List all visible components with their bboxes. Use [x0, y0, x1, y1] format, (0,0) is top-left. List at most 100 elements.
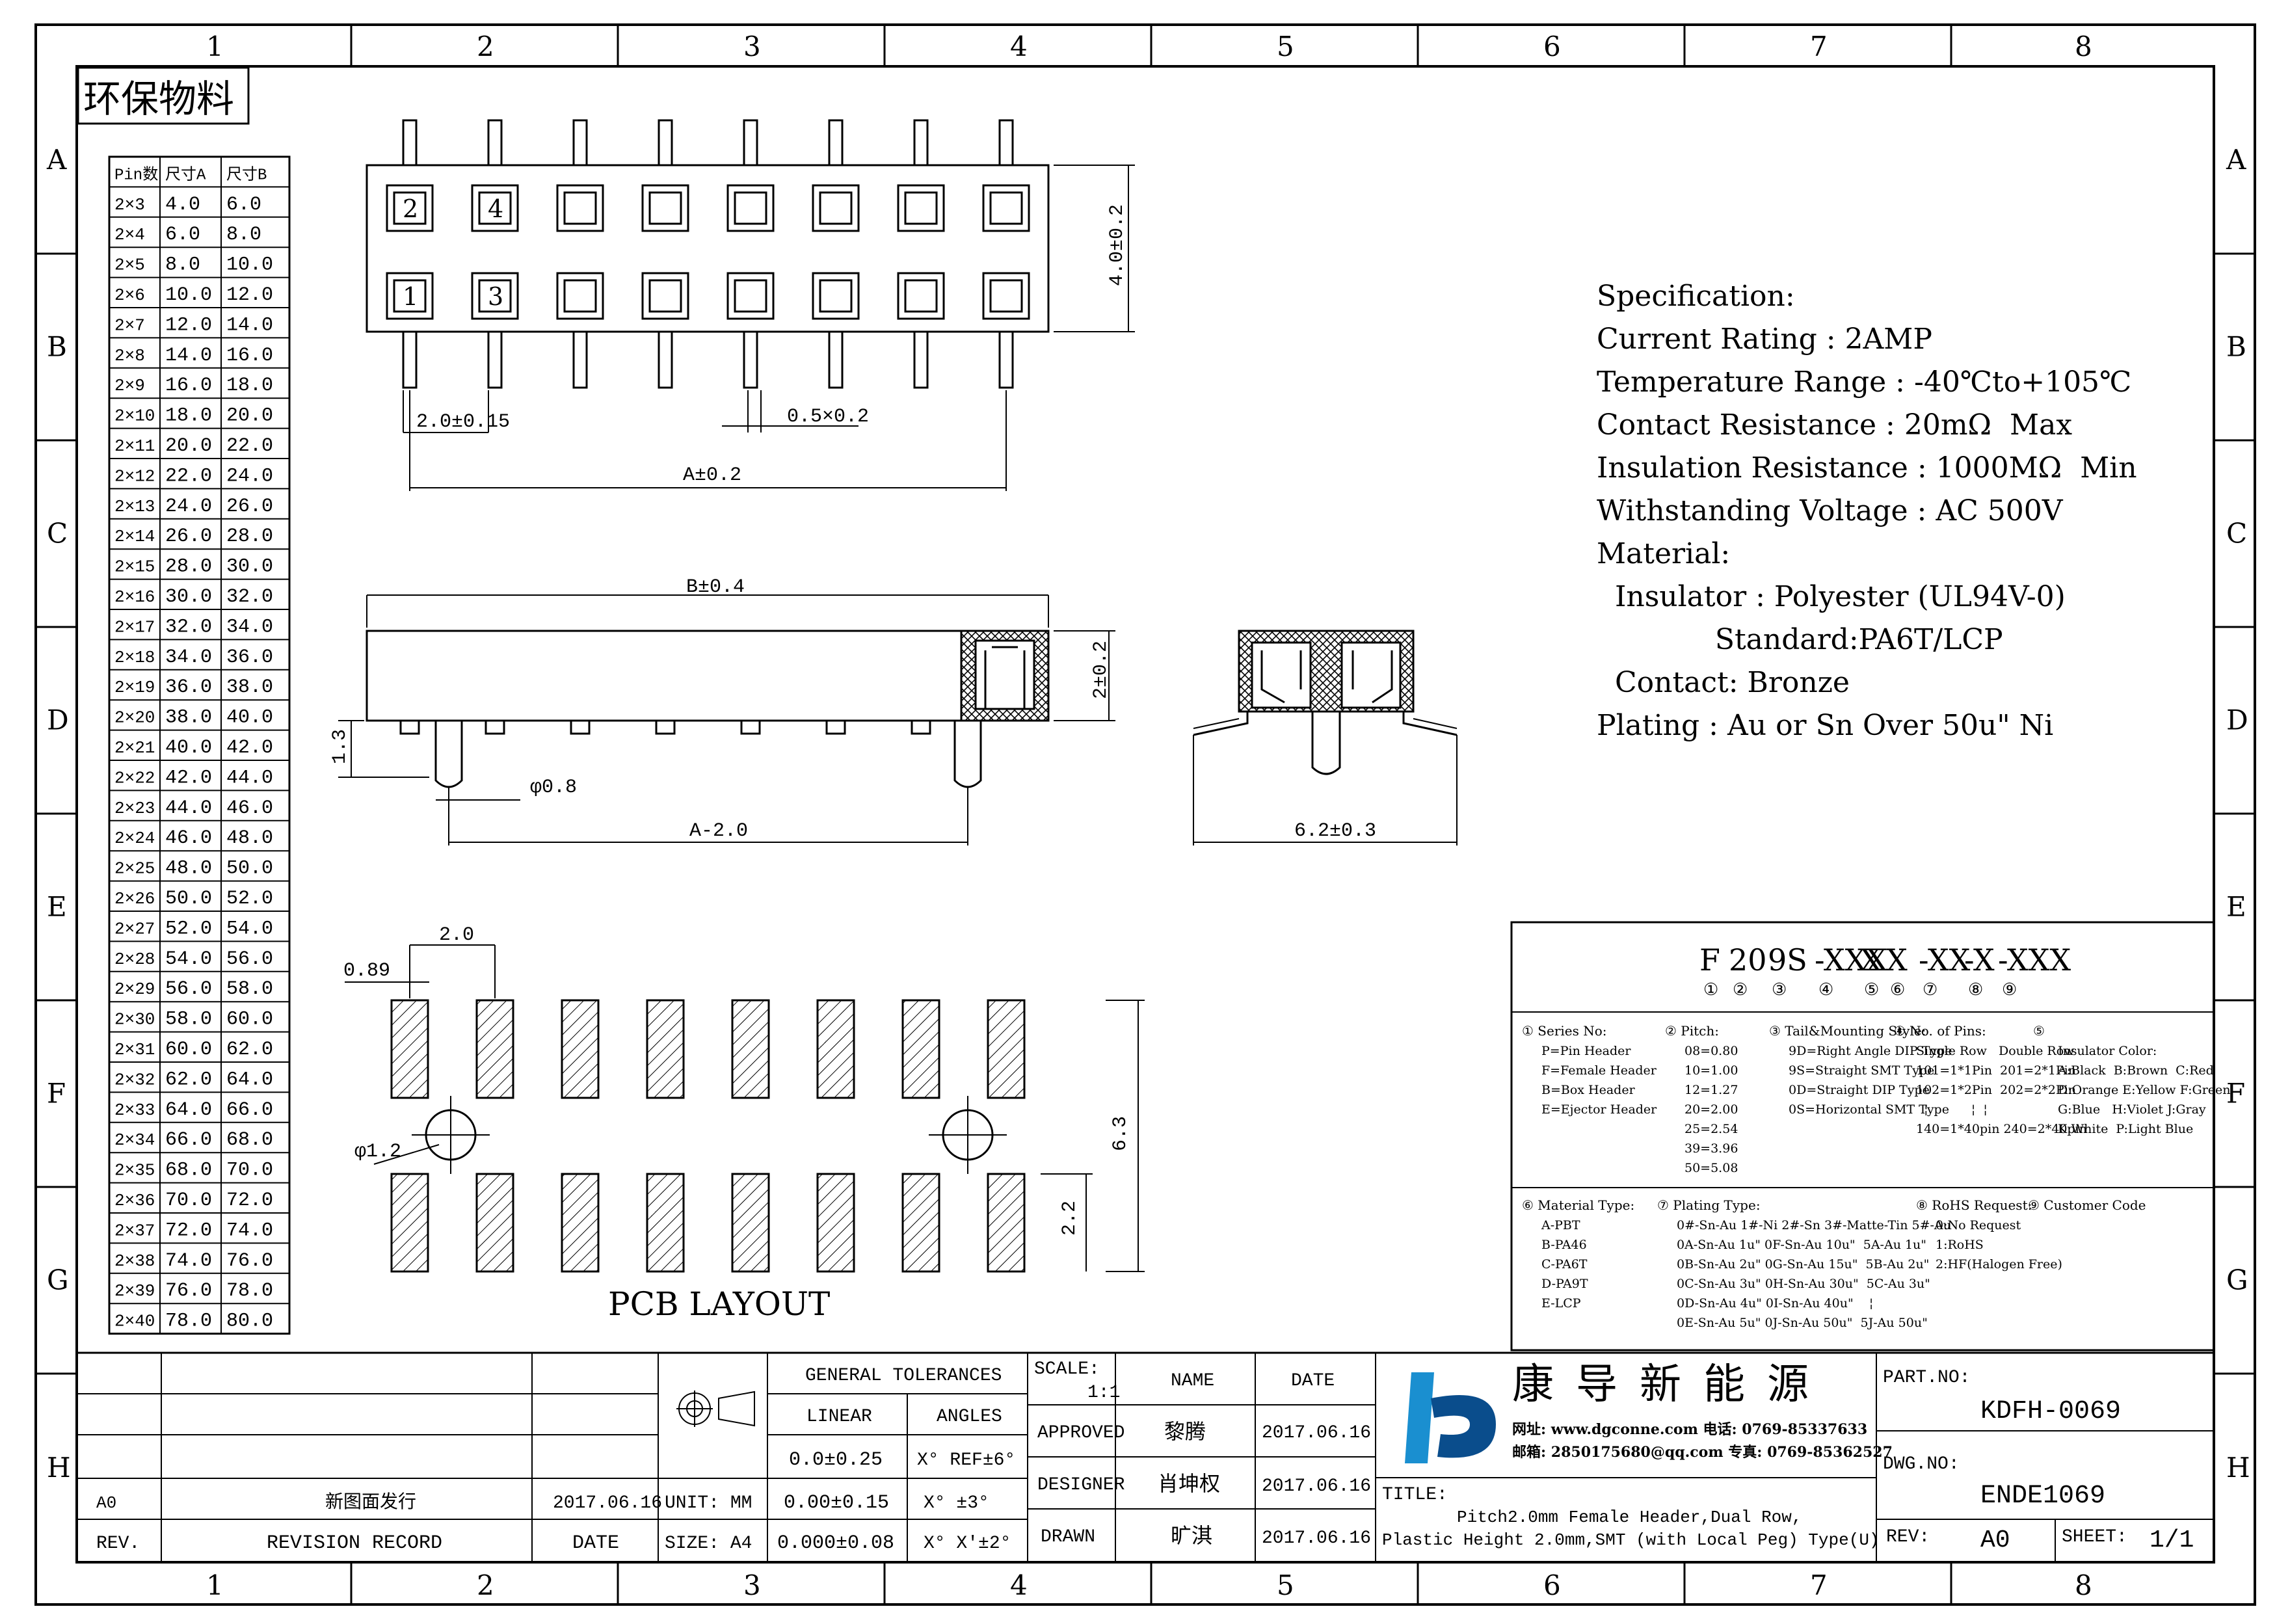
- spec-line: Standard:PA6T/LCP: [1597, 623, 2003, 656]
- code-block-line: 0C-Sn-Au 3u" 0H-Sn-Au 30u" 5C-Au 3u": [1677, 1277, 1930, 1291]
- table-cell: 54.0: [226, 918, 273, 940]
- spec-line: Withstanding Voltage : AC 500V: [1597, 494, 2064, 527]
- zone-column-label: 2: [477, 1569, 494, 1601]
- zone-column-label: 3: [743, 1569, 761, 1601]
- table-cell: 10.0: [226, 254, 273, 276]
- code-block-line: 0E-Sn-Au 5u" 0J-Sn-Au 50u" 5J-Au 50u": [1677, 1316, 1928, 1330]
- pin-top: [572, 119, 588, 166]
- linear-label: LINEAR: [806, 1407, 872, 1427]
- code-block-line: 20=2.00: [1684, 1102, 1738, 1117]
- dim-pitch: 2.0±0.15: [416, 411, 510, 433]
- spec-line: Insulation Resistance : 1000MΩ Min: [1597, 451, 2137, 485]
- code-segment: -X: [1964, 942, 1995, 978]
- table-cell: 2×33: [114, 1100, 155, 1120]
- code-block-line: 39=3.96: [1684, 1141, 1738, 1156]
- contact-cell: [641, 184, 689, 232]
- table-cell: 72.0: [165, 1219, 212, 1242]
- table-cell: 2×11: [114, 436, 155, 456]
- spec-line: Insulator : Polyester (UL94V-0): [1597, 580, 2066, 613]
- company-contact: 网址: www.dgconne.com 电话: 0769-85337633: [1512, 1421, 1867, 1438]
- name-label: NAME: [1171, 1371, 1214, 1391]
- code-block-line: 10=1.00: [1684, 1063, 1738, 1078]
- pin-bottom: [828, 330, 844, 389]
- pin-bottom: [487, 330, 503, 389]
- contact-cell-inner: [989, 191, 1023, 225]
- leader-line: [373, 1144, 440, 1165]
- logo-curve: [1431, 1395, 1496, 1458]
- pin-bottom: [998, 330, 1014, 389]
- table-cell: 2×10: [114, 406, 155, 426]
- zone-column-label: 7: [1810, 31, 1828, 62]
- designer-name: 肖坤权: [1158, 1472, 1220, 1497]
- table-cell: 34.0: [165, 646, 212, 669]
- code-block-line: 9S=Straight SMT Type: [1789, 1063, 1934, 1078]
- sheet-label: SHEET:: [2062, 1527, 2127, 1547]
- zone-column-label: 6: [1543, 31, 1561, 62]
- pcb-pad-bottom: [475, 1173, 514, 1273]
- code-block-title: ⑥ Material Type:: [1522, 1197, 1634, 1213]
- table-cell: 18.0: [226, 375, 273, 397]
- approved-label: APPROVED: [1037, 1423, 1125, 1443]
- table-cell: 20.0: [226, 405, 273, 427]
- pin-number: 4: [488, 194, 503, 223]
- table-cell: 52.0: [165, 918, 212, 940]
- table-cell: 12.0: [165, 314, 212, 336]
- pcb-pad-bottom: [901, 1173, 940, 1273]
- contact-cell-inner: [478, 191, 512, 225]
- code-block-title: ① Series No:: [1522, 1023, 1607, 1039]
- zone-row-label: F: [2226, 1078, 2245, 1110]
- approved-date: 2017.06.16: [1262, 1423, 1371, 1443]
- table-cell: 16.0: [165, 375, 212, 397]
- code-index: ④: [1818, 980, 1833, 1000]
- zone-row-label: E: [2226, 891, 2246, 923]
- contact-cell: [386, 272, 434, 320]
- peg-left: [434, 721, 463, 788]
- zone-column-label: 1: [206, 31, 224, 62]
- code-segment: X: [1860, 942, 1882, 978]
- pin-top: [828, 119, 844, 166]
- table-cell: 14.0: [165, 345, 212, 367]
- dim-pcb-pad-len: 2.2: [1059, 1201, 1081, 1236]
- logo-bar: [1405, 1372, 1434, 1463]
- table-cell: 60.0: [165, 1039, 212, 1061]
- code-block-line: 0S=Horizontal SMT Type: [1789, 1102, 1949, 1117]
- table-cell: 2×25: [114, 859, 155, 879]
- contact-cell-inner: [819, 191, 853, 225]
- table-cell: 2×4: [114, 225, 145, 245]
- pin-top: [913, 119, 929, 166]
- dim-end-width: 6.2±0.3: [1294, 820, 1376, 842]
- code-block-title: ④ No. of Pins:: [1894, 1023, 1986, 1039]
- code-block-title: ⑨ Customer Code: [2028, 1197, 2146, 1213]
- code-block-title: ② Pitch:: [1665, 1023, 1719, 1039]
- code-index: ②: [1733, 980, 1748, 1000]
- end-view: [1193, 630, 1458, 845]
- drawing-title: Pitch2.0mm Female Header,Dual Row,: [1457, 1508, 1802, 1527]
- zone-column-label: 1: [206, 1569, 224, 1601]
- rev-header: REV.: [96, 1534, 140, 1554]
- code-block-line: 0B-Sn-Au 2u" 0G-Sn-Au 15u" 5B-Au 2u": [1677, 1257, 1929, 1271]
- spec-line: Temperature Range : -40℃to+105℃: [1597, 366, 2131, 399]
- code-block-line: 0#-Sn-Au 1#-Ni 2#-Sn 3#-Matte-Tin 5#-Au: [1677, 1218, 1951, 1232]
- table-cell: 74.0: [226, 1219, 273, 1242]
- table-cell: 2×17: [114, 617, 155, 637]
- side-pin-foot: [655, 719, 676, 735]
- contact-cell-inner: [478, 279, 512, 313]
- side-view: [338, 594, 1115, 845]
- table-cell: 32.0: [165, 616, 212, 638]
- code-block-title: ③ Tail&Mounting Style:: [1769, 1023, 1926, 1039]
- dwg-number: ENDE1069: [1980, 1482, 2105, 1511]
- table-cell: 50.0: [226, 858, 273, 880]
- table-cell: 28.0: [226, 526, 273, 548]
- table-cell: 16.0: [226, 345, 273, 367]
- pin-bottom: [743, 330, 758, 389]
- table-cell: 64.0: [226, 1069, 273, 1091]
- table-cell: 2×19: [114, 678, 155, 697]
- dim-pcb-hole: φ1.2: [354, 1141, 401, 1163]
- zone-column-label: 8: [2075, 1569, 2092, 1601]
- table-cell: 2×31: [114, 1040, 155, 1059]
- table-cell: 30.0: [165, 586, 212, 608]
- table-cell: 4.0: [165, 194, 200, 216]
